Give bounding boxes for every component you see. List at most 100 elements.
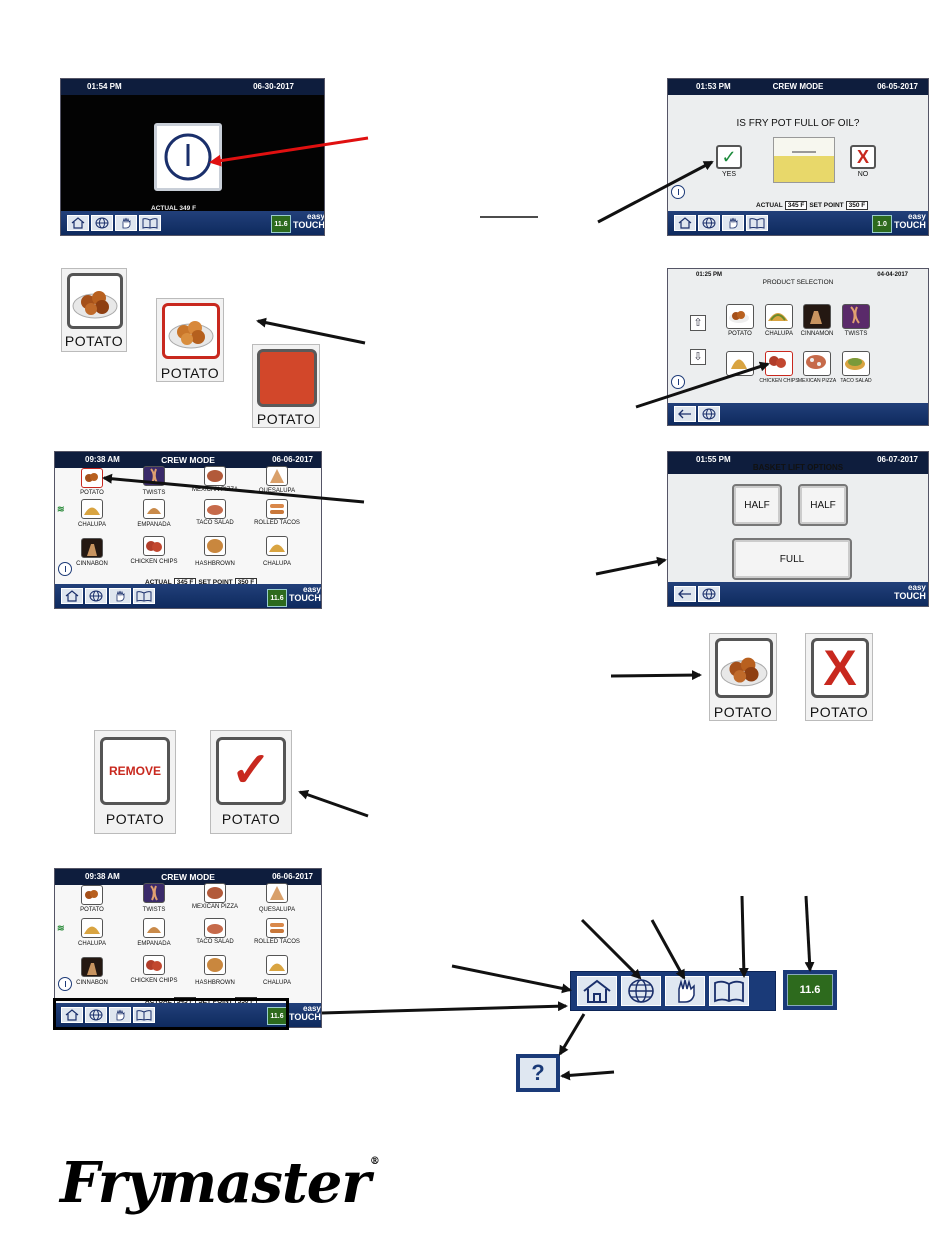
mode: CREW MODE <box>161 455 215 465</box>
scroll-down-button[interactable]: ⇩ <box>690 349 706 365</box>
potato-tile-normal: POTATO <box>61 268 127 352</box>
arrow-version <box>804 895 815 972</box>
scroll-up-button[interactable]: ⇧ <box>690 315 706 331</box>
yes-button[interactable]: ✓ <box>716 145 742 169</box>
back-arrow-icon[interactable] <box>674 586 696 602</box>
remove-potato-tile: REMOVE POTATO <box>94 730 176 834</box>
heat-icon: ≋ <box>57 504 65 514</box>
mode: CREW MODE <box>161 872 215 882</box>
book-icon[interactable] <box>133 1007 155 1023</box>
product-tile[interactable] <box>81 499 103 519</box>
hand-icon[interactable] <box>109 1007 131 1023</box>
product-tile[interactable] <box>143 536 165 556</box>
home-icon[interactable] <box>67 215 89 231</box>
globe-icon[interactable] <box>91 215 113 231</box>
product-tile[interactable] <box>143 499 165 519</box>
product-label: POTATO <box>80 490 104 496</box>
product-tile[interactable] <box>842 304 870 329</box>
half-left-button[interactable]: HALF <box>732 484 782 526</box>
full-button[interactable]: FULL <box>732 538 852 580</box>
potato-label: POTATO <box>64 333 124 349</box>
hand-icon[interactable] <box>665 976 705 1006</box>
status-bar: 09:38 AM CREW MODE 06-06-2017 <box>55 869 321 885</box>
product-tile[interactable] <box>81 885 103 905</box>
book-icon[interactable] <box>133 588 155 604</box>
x-icon: X <box>823 640 857 696</box>
product-tile[interactable] <box>803 304 831 329</box>
info-icon[interactable] <box>58 977 72 991</box>
product-tile[interactable] <box>143 955 165 975</box>
home-icon[interactable] <box>674 215 696 231</box>
product-tile[interactable] <box>143 918 165 938</box>
product-label: HASHBROWN <box>195 561 235 567</box>
product-tile[interactable] <box>266 883 288 903</box>
home-icon[interactable] <box>61 1007 83 1023</box>
product-tile[interactable] <box>204 466 226 486</box>
product-tile[interactable] <box>266 466 288 486</box>
info-icon[interactable] <box>671 185 685 199</box>
check-icon: ✓ <box>230 744 272 797</box>
globe-icon[interactable] <box>698 586 720 602</box>
product-tile[interactable] <box>204 536 226 556</box>
product-label: TACO SALAD <box>840 378 872 384</box>
no-button[interactable]: X <box>850 145 876 169</box>
hand-icon[interactable] <box>115 215 137 231</box>
product-tile[interactable] <box>204 918 226 938</box>
arrow-toolbar-link <box>321 1001 568 1015</box>
globe-icon[interactable] <box>85 1007 107 1023</box>
product-tile[interactable] <box>266 536 288 556</box>
date: 06-07-2017 <box>877 455 918 464</box>
product-tile[interactable] <box>842 351 870 376</box>
potato-food-icon <box>72 291 118 319</box>
book-icon[interactable] <box>139 215 161 231</box>
product-label: POTATO <box>728 331 752 337</box>
hand-icon[interactable] <box>722 215 744 231</box>
globe-icon[interactable] <box>698 406 720 422</box>
screen-body: HALF HALF FULL <box>668 474 928 582</box>
product-tile[interactable] <box>266 955 288 975</box>
info-icon[interactable] <box>671 375 685 389</box>
info-icon[interactable] <box>58 562 72 576</box>
version-badge-zoom: 11.6 <box>783 970 837 1010</box>
product-tile[interactable] <box>266 918 288 938</box>
product-tile[interactable] <box>204 499 226 519</box>
no-label: NO <box>857 171 869 178</box>
product-tile[interactable] <box>765 304 793 329</box>
basket-lift-screen: 01:55 PM BASKET LIFT OPTIONS 06-07-2017 … <box>667 451 929 607</box>
product-tile[interactable] <box>143 883 165 903</box>
product-label: CINNABON <box>76 980 108 986</box>
product-tile[interactable] <box>81 957 103 977</box>
product-label: CHALUPA <box>765 331 793 337</box>
product-tile[interactable] <box>204 883 226 903</box>
book-icon[interactable] <box>709 976 749 1006</box>
product-label: TACO SALAD <box>196 939 234 945</box>
home-icon[interactable] <box>577 976 617 1006</box>
home-icon[interactable] <box>61 588 83 604</box>
potato-label: POTATO <box>713 704 773 720</box>
product-label: CINNABON <box>76 561 108 567</box>
help-button[interactable]: ? <box>516 1054 560 1092</box>
product-tile[interactable] <box>81 918 103 938</box>
product-label: CHICKEN CHIPS <box>759 378 799 384</box>
arrow-check <box>298 789 369 818</box>
product-tile[interactable] <box>726 304 754 329</box>
hand-icon[interactable] <box>109 588 131 604</box>
book-icon[interactable] <box>746 215 768 231</box>
half-right-button[interactable]: HALF <box>798 484 848 526</box>
arrow-yes <box>597 160 714 224</box>
toolbar-highlight <box>53 998 289 1030</box>
status-bar: 09:38 AM CREW MODE 06-06-2017 <box>55 452 321 468</box>
product-tile[interactable] <box>266 499 288 519</box>
product-tile[interactable] <box>803 351 831 376</box>
product-tile[interactable] <box>204 955 226 975</box>
nav-icons <box>61 1007 155 1023</box>
globe-icon[interactable] <box>85 588 107 604</box>
back-arrow-icon[interactable] <box>674 406 696 422</box>
globe-icon[interactable] <box>698 215 720 231</box>
date: 06-06-2017 <box>272 455 313 464</box>
product-label: EMPANADA <box>137 522 171 528</box>
product-tile[interactable] <box>81 538 103 558</box>
potato-cancel-tile: X POTATO <box>805 633 873 721</box>
